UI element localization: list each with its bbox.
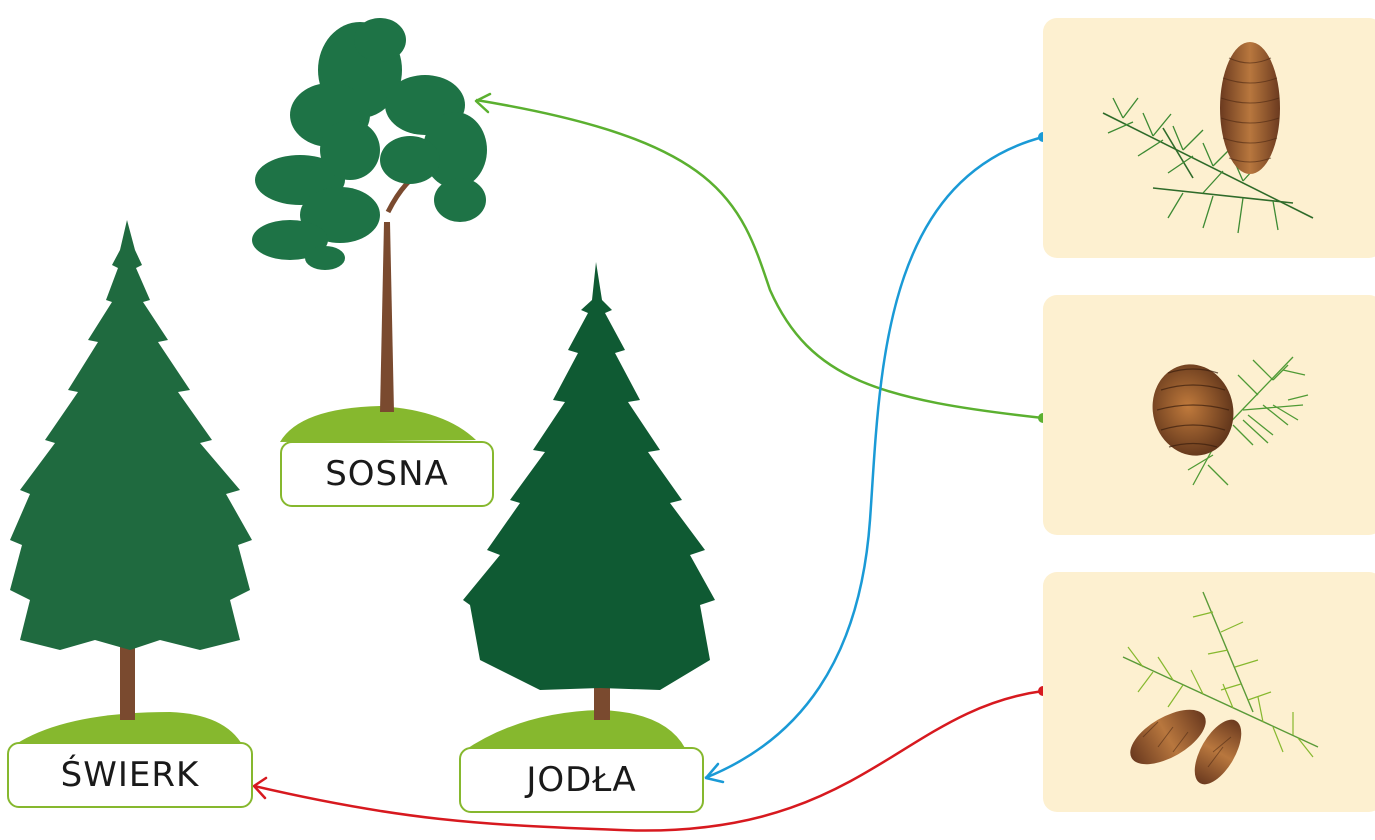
spruce-crown bbox=[10, 220, 252, 650]
spruce-tree bbox=[10, 220, 252, 748]
fir-crown bbox=[463, 262, 715, 690]
pine-crown bbox=[252, 18, 487, 270]
connection-line-red bbox=[253, 689, 1044, 832]
grass-mound bbox=[462, 710, 685, 752]
arrowhead-icon bbox=[252, 776, 268, 800]
pine-tree bbox=[252, 18, 487, 442]
upright-fir-cone-icon bbox=[1102, 42, 1314, 234]
arrowhead-icon bbox=[704, 762, 725, 784]
pine-trunk bbox=[380, 222, 394, 412]
label-sosna[interactable]: SOSNA bbox=[280, 441, 494, 507]
connection-line-green bbox=[475, 98, 1044, 420]
label-jodla[interactable]: JODŁA bbox=[459, 747, 704, 813]
hanging-spruce-cones-icon bbox=[1122, 591, 1319, 785]
grass-mound bbox=[280, 406, 476, 442]
cone-card-2[interactable] bbox=[1043, 295, 1375, 535]
cone-card-3[interactable] bbox=[1043, 572, 1375, 812]
label-swierk[interactable]: ŚWIERK bbox=[7, 742, 253, 808]
cone-card-1[interactable] bbox=[1043, 18, 1375, 258]
arrowhead-icon bbox=[474, 92, 492, 114]
grass-mound bbox=[10, 712, 243, 748]
round-pine-cone-icon bbox=[1152, 356, 1309, 486]
connection-line-blue bbox=[704, 135, 1044, 780]
fir-tree bbox=[462, 262, 715, 752]
